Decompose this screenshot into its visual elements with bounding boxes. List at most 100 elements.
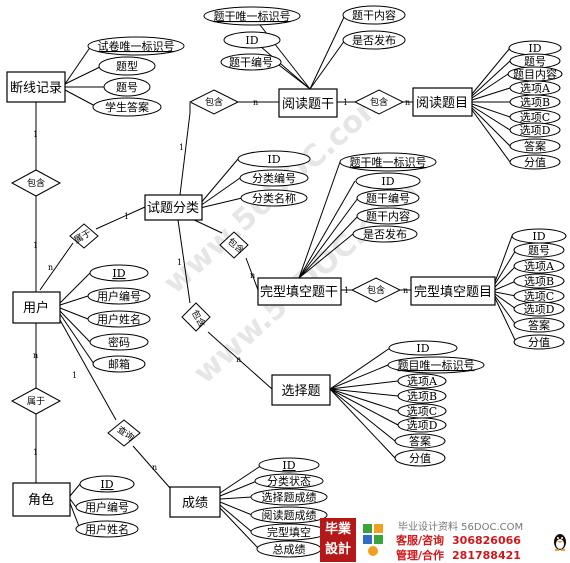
card-many: n: [236, 355, 241, 364]
attribute-oval: [513, 242, 565, 258]
site-caption: 毕业设计资料 56DOC.COM: [398, 522, 524, 533]
attribute-label: 完型填空: [267, 525, 311, 539]
attribute-label: ID: [112, 267, 125, 280]
card-many: n: [48, 263, 53, 272]
attribute-label: 选项C: [524, 290, 554, 303]
attribute-oval: [397, 417, 447, 433]
attribute-oval: [509, 122, 561, 138]
rel-belongs-user-role: [10, 387, 62, 415]
attribute-label: 是否发布: [363, 227, 407, 241]
attribute-oval: [513, 258, 565, 274]
attribute-oval: [513, 273, 565, 289]
card-many: n: [33, 351, 38, 360]
card-one: 1: [124, 212, 129, 221]
attribute-oval: [254, 473, 324, 489]
attribute-label: 题干唯一标识号: [350, 155, 427, 169]
attribute-oval: [75, 498, 139, 516]
entity-cloze-question: [410, 276, 496, 306]
attribute-oval: [513, 334, 565, 350]
card-many: n: [403, 286, 408, 295]
attribute-oval: [92, 97, 162, 117]
attribute-label: 用户编号: [97, 289, 141, 303]
entity-label: 断线记录: [10, 81, 62, 96]
entity-reading-question: [412, 87, 473, 117]
attribute-label: 用户姓名: [85, 522, 129, 536]
attribute-oval: [103, 77, 151, 97]
attribute-label: 选择题成绩: [262, 490, 317, 504]
card-one: 1: [343, 98, 348, 107]
attribute-oval: [394, 433, 446, 449]
card-many: n: [253, 98, 258, 107]
attribute-oval: [250, 488, 328, 506]
entity-label: 试题分类: [147, 201, 199, 216]
attribute-label: 选项A: [520, 82, 551, 95]
rel-label: 包含: [367, 284, 385, 296]
rel-belongs-user-category: [69, 223, 99, 249]
attribute-oval: [203, 6, 301, 26]
attribute-label: 选项B: [520, 96, 550, 109]
attribute-label: ID: [267, 153, 280, 166]
card-many: n: [405, 98, 410, 107]
attribute-label: 选项D: [407, 419, 438, 432]
attribute-oval: [220, 53, 282, 71]
attribute-oval: [352, 225, 418, 243]
attribute-oval: [387, 356, 485, 374]
attribute-label: 选项B: [524, 275, 554, 288]
entity-label: 角色: [28, 492, 54, 508]
attribute-label: 选项D: [524, 303, 555, 316]
connectors: [35, 14, 517, 549]
attribute-label: ID: [282, 459, 295, 472]
attribute-label: 邮箱: [108, 357, 130, 371]
attribute-label: 用户编号: [85, 500, 129, 514]
entity-label: 成绩: [182, 496, 208, 511]
cardinality-marks: 1 1 n 1 n 1 1 n 1 n 1 n 1 n 1 n 1 n: [33, 98, 410, 472]
attribute-label: 题干内容: [352, 8, 396, 22]
attribute-label: 分值: [524, 156, 546, 169]
rel-contains-record-user: [10, 169, 62, 197]
attribute-oval: [509, 94, 561, 110]
attribute-oval: [89, 333, 149, 351]
manage-label: 管理/合作: [396, 549, 445, 562]
attribute-oval: [98, 56, 156, 76]
attribute-label: 题干编号: [366, 191, 410, 205]
attribute-oval: [240, 189, 308, 207]
attribute-oval: [87, 36, 185, 56]
logo-line2: 設計: [324, 542, 351, 557]
attribute-oval: [239, 169, 309, 187]
attribute-oval: [223, 31, 281, 49]
entity-label: 用户: [23, 300, 49, 316]
rel-query-user-score: [107, 419, 141, 447]
card-one: 1: [33, 448, 38, 457]
rel-contains-reading-question: [353, 89, 405, 115]
attribute-label: 总成绩: [273, 542, 306, 556]
attribute-oval: [355, 172, 421, 190]
entity-label: 完型填空题目: [414, 285, 492, 300]
rel-label: 包含: [370, 96, 388, 108]
card-one: 1: [33, 241, 38, 250]
relationships: 包含 属于 属于 查询 包含 包含 包含 包含 包含: [10, 89, 405, 447]
entity-label: 完型填空题干: [260, 285, 338, 300]
attribute-oval: [356, 207, 420, 225]
rel-contains-category-cloze: [219, 231, 249, 259]
attribute-label: 题型: [116, 59, 138, 73]
attribute-label: 选项C: [520, 111, 550, 124]
entity-reading-stem: [278, 88, 338, 118]
entity-question-category: [144, 194, 203, 221]
rel-contains-category-reading: [188, 89, 240, 115]
card-one: 1: [177, 258, 182, 267]
attribute-oval: [513, 317, 565, 333]
attribute-label: 题号: [116, 81, 138, 94]
attribute-label: 分类编号: [252, 171, 296, 185]
attribute-label: 选项D: [520, 124, 551, 137]
attribute-label: 答案: [524, 139, 546, 153]
attribute-label: 试卷唯一标识号: [98, 39, 175, 53]
entity-cloze-stem: [257, 277, 342, 306]
entity-choice-question: [271, 374, 331, 406]
attribute-label: 分值: [528, 336, 550, 349]
attribute-oval: [87, 310, 151, 328]
attribute-oval: [339, 152, 437, 172]
card-one: 1: [179, 143, 184, 152]
attributes: 试卷唯一标识号 题型 题号 学生答案 题干唯一标识号 ID 题干编号 题干内容 …: [75, 5, 567, 558]
attribute-oval: [92, 355, 146, 373]
